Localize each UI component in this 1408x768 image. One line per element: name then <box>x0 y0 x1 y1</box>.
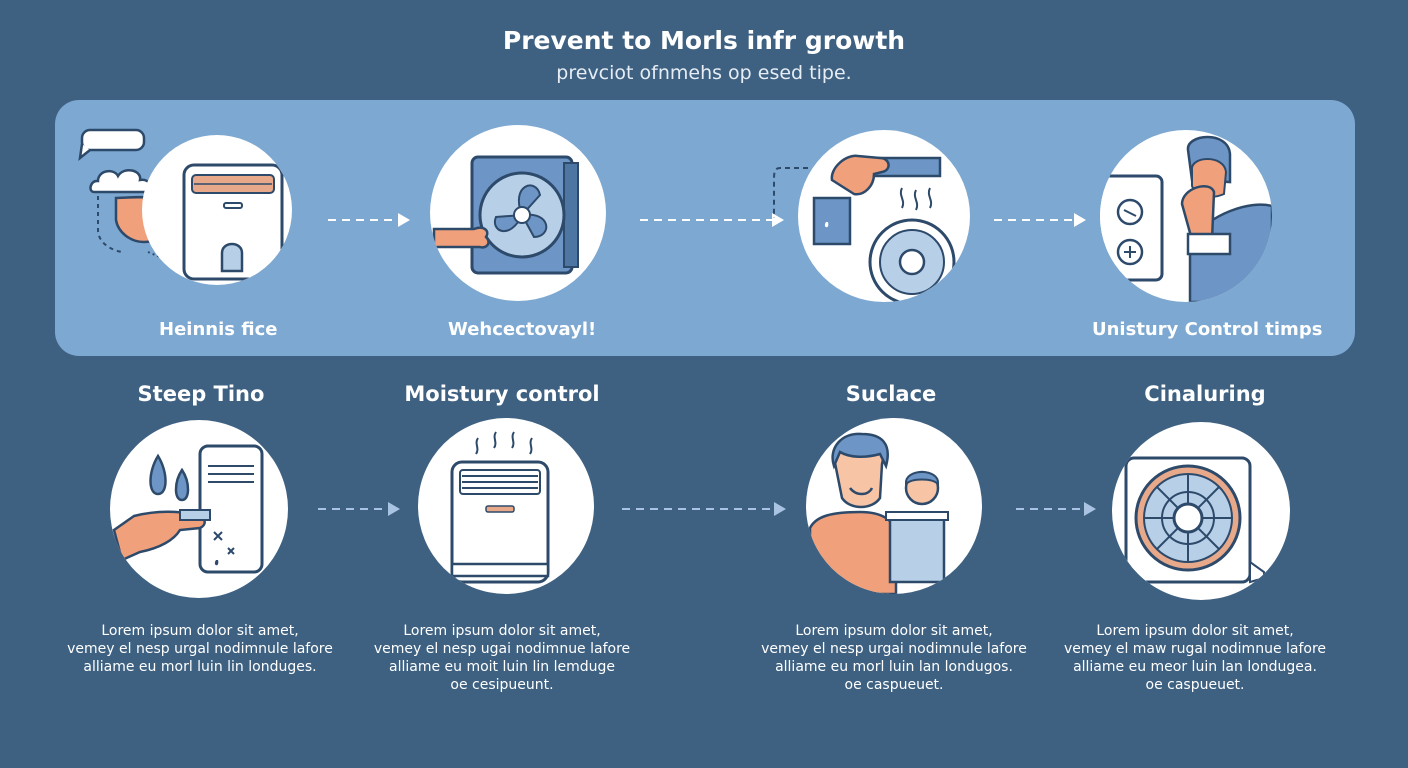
step-1-desc-line: Lorem ipsum dolor sit amet, <box>101 623 299 639</box>
dashed-connector-icon <box>773 167 808 218</box>
step-1-desc-line: alliame eu morl luin lin londuges. <box>83 659 317 675</box>
arrow-6-icon <box>1016 502 1096 516</box>
step-1-circle <box>110 420 288 598</box>
step-3-description: Lorem ipsum dolor sit amet, vemey el nes… <box>749 622 1039 694</box>
arrow-3-icon <box>994 213 1086 227</box>
fan-hand-icon <box>432 155 579 275</box>
top-label-1: Heinnis fice <box>159 319 278 340</box>
step-4-circle <box>1112 422 1290 600</box>
arrow-1-icon <box>328 213 410 227</box>
arrow-2-icon <box>640 213 784 227</box>
page-title: Prevent to Morls infr growth <box>502 26 906 55</box>
top-label-3: Unistury Control timps <box>1092 319 1323 340</box>
step-2-circle <box>418 418 594 594</box>
air-purifier-icon <box>182 163 284 281</box>
exhaust-fan-icon <box>1124 456 1265 584</box>
page-subtitle: prevciot ofnmehs op esed tipe. <box>556 62 852 84</box>
top-circle-hand-fan <box>798 130 970 302</box>
top-circle-control-panel <box>1100 130 1272 302</box>
step-2-description: Lorem ipsum dolor sit amet, vemey el nes… <box>357 622 647 694</box>
top-circle-air-unit <box>142 135 292 285</box>
step-3-circle <box>806 418 982 594</box>
step-4-desc-line: Lorem ipsum dolor sit amet, <box>1096 623 1294 639</box>
step-4-description: Lorem ipsum dolor sit amet, vemey el maw… <box>1050 622 1340 694</box>
step-1-description: Lorem ipsum dolor sit amet, vemey el nes… <box>55 622 345 676</box>
arrow-5-icon <box>622 502 786 516</box>
step-2-desc-line: Lorem ipsum dolor sit amet, <box>403 623 601 639</box>
step-2-desc-line: alliame eu moit luin lin lemduge <box>389 659 615 675</box>
step-1-title: Steep Tino <box>137 382 265 406</box>
step-3-desc-line: alliame eu morl luin lan londugos. <box>775 659 1013 675</box>
water-hand-container-icon <box>112 444 264 574</box>
step-4-desc-line: oe caspueuet. <box>1145 677 1245 693</box>
person-control-panel-icon <box>1100 135 1272 302</box>
step-4-desc-line: alliame eu meor luin lan londugea. <box>1073 659 1317 675</box>
dehumidifier-icon <box>450 431 550 584</box>
top-label-2: Wehcectovayl! <box>448 319 597 340</box>
step-2-desc-line: vemey el nesp ugai nodimnue lafore <box>373 641 631 657</box>
step-2-title: Moistury control <box>404 382 600 406</box>
top-circle-fan <box>430 125 606 301</box>
arrow-4-icon <box>318 502 400 516</box>
two-people-icon <box>808 432 949 594</box>
step-3-title: Suclace <box>845 382 937 406</box>
step-3-desc-line: vemey el nesp urgai nodimnule lafore <box>761 641 1027 657</box>
step-3-desc-line: oe caspueuet. <box>844 677 944 693</box>
step-4-desc-line: vemey el maw rugal nodimnue lafore <box>1063 641 1327 657</box>
hand-moisture-fan-icon <box>812 154 956 302</box>
step-3-desc-line: Lorem ipsum dolor sit amet, <box>795 623 993 639</box>
step-4-title: Cinaluring <box>1144 382 1266 406</box>
step-1-desc-line: vemey el nesp urgal nodimnule lafore <box>67 641 333 657</box>
step-2-desc-line: oe cesipueunt. <box>450 677 554 693</box>
person-breathing-icon <box>78 128 183 267</box>
